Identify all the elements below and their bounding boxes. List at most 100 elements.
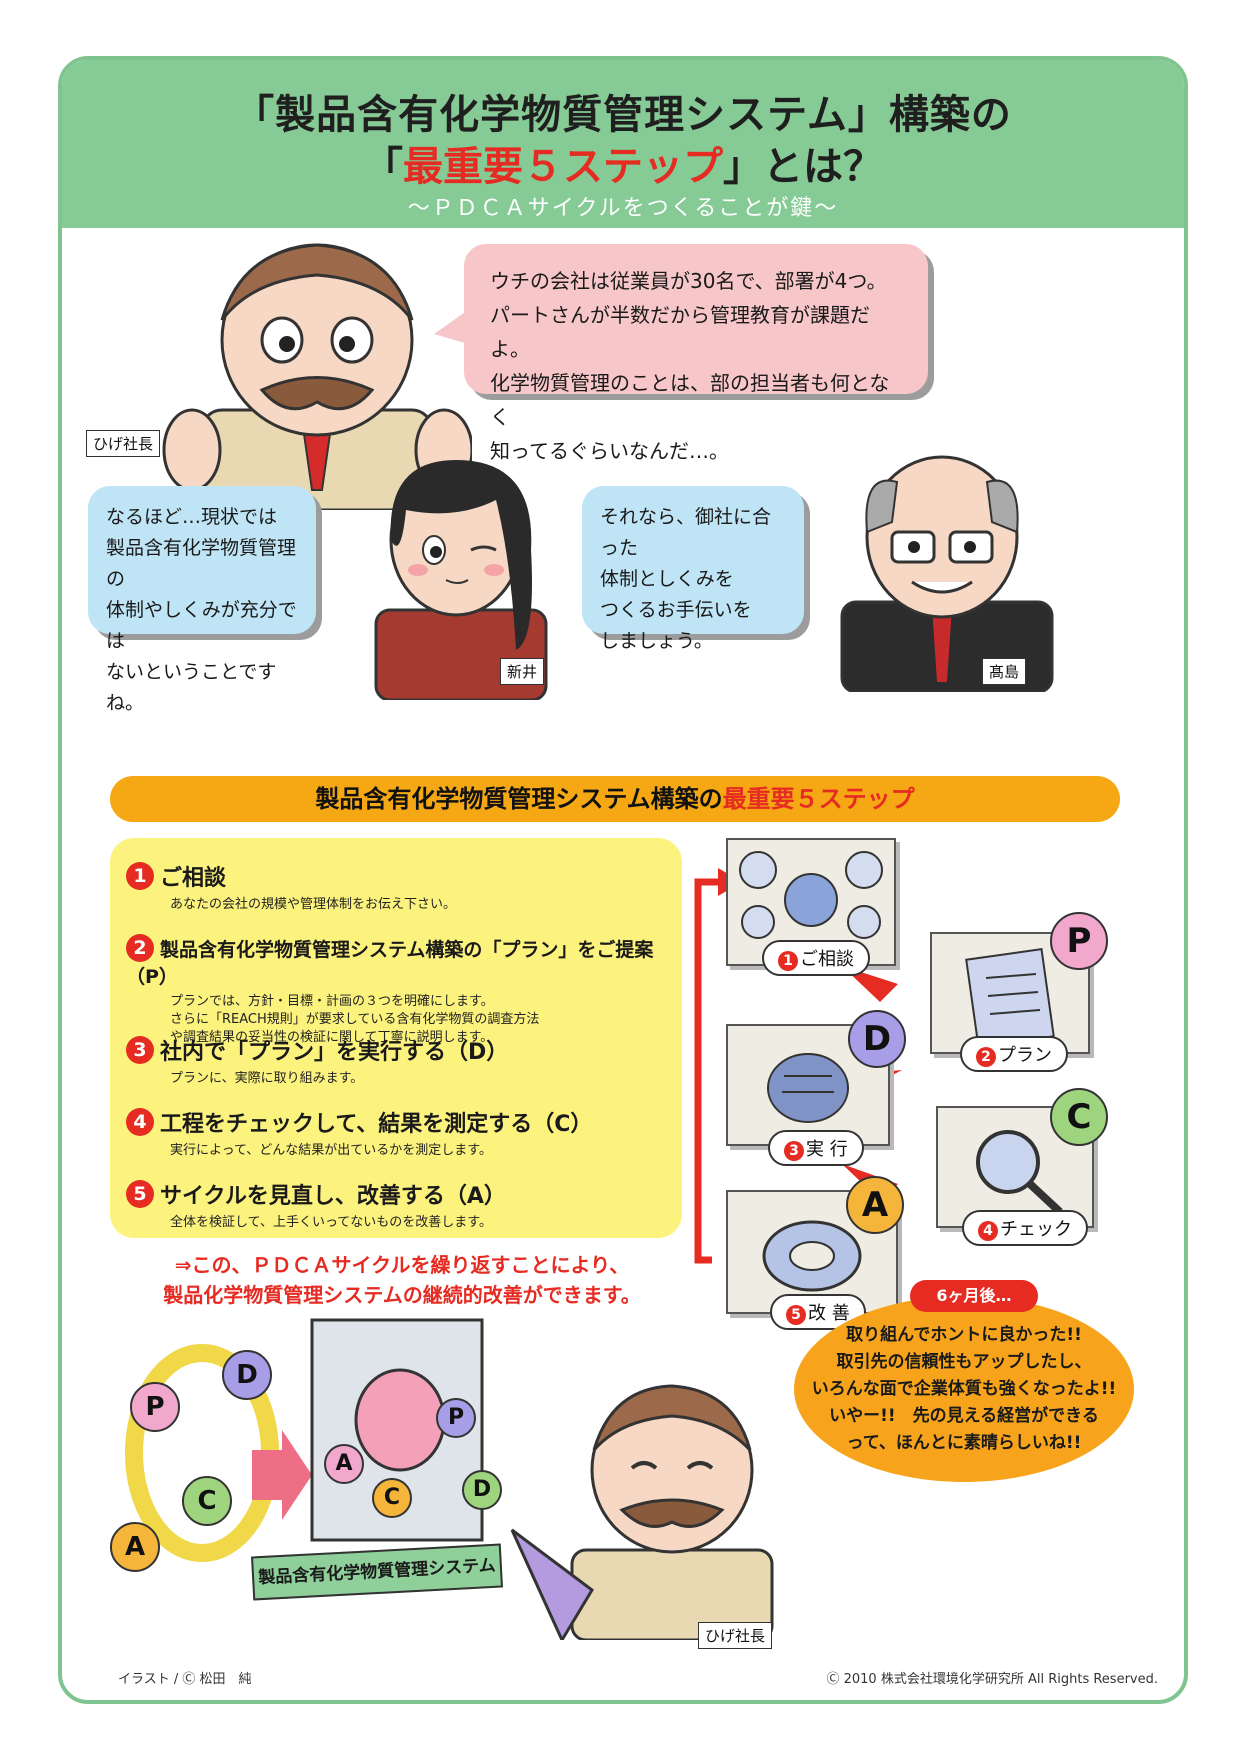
boss-line: 知ってるぐらいなんだ…。 xyxy=(490,439,729,463)
arai-line: なるほど…現状では xyxy=(106,506,278,528)
building-letter-d: D xyxy=(462,1470,502,1510)
takashima-line: それなら、御社に合った xyxy=(600,506,772,559)
building-letter-c: C xyxy=(372,1478,412,1518)
pdca-note-line: 製品化学物質管理システムの継続的改善ができます。 xyxy=(163,1283,641,1307)
steps-title: 製品含有化学物質管理システム構築の xyxy=(315,785,723,813)
step-number-badge: 4 xyxy=(126,1108,154,1136)
happy-boss-line: いろんな面で企業体質も強くなったよ!! xyxy=(811,1379,1117,1399)
happy-boss-speech-bubble xyxy=(794,1296,1134,1482)
arai-line: 製品含有化学物質管理の xyxy=(106,537,297,590)
copyright-notice: Ⓒ 2010 株式会社環境化学研究所 All Rights Reserved. xyxy=(826,1672,1158,1687)
do-fist-icon xyxy=(767,1053,849,1123)
arai-line: 体制やしくみが充分では xyxy=(106,599,297,652)
arai-line: ないということですね。 xyxy=(106,661,277,714)
steps-title-highlight: 最重要５ステップ xyxy=(722,785,915,813)
pdca-note: ⇒この、ＰＤＣＡサイクルを繰り返すことにより、 製品化学物質管理システムの継続的… xyxy=(92,1250,712,1310)
act-recycle-icon xyxy=(762,1220,862,1292)
steps-title-band: 製品含有化学物質管理システム構築の最重要５ステップ xyxy=(110,776,1120,822)
title-highlight: 最重要５ステップ xyxy=(403,144,723,190)
step-description: 実行によって、どんな結果が出ているかを測定します。 xyxy=(170,1143,493,1158)
happy-boss-line: いやー!! 先の見える経営ができる xyxy=(829,1406,1099,1426)
subtitle: 〜ＰＤＣＡサイクルをつくることが鍵〜 xyxy=(407,196,839,221)
takashima-line: 体制としくみを xyxy=(600,568,734,590)
step-description: プランに、実際に取り組みます。 xyxy=(170,1071,364,1086)
step-heading: 工程をチェックして、結果を測定する（C） xyxy=(160,1112,593,1137)
step-heading: サイクルを見直し、改善する（A） xyxy=(160,1184,506,1209)
step-number-badge: 5 xyxy=(126,1180,154,1208)
takashima-line: つくるお手伝いを xyxy=(600,599,752,621)
boss-line: ウチの会社は従業員が30名で、部署が4つ。 xyxy=(490,269,887,293)
cycle-number-badge: 5 xyxy=(786,1305,806,1325)
header: 「製品含有化学物質管理システム」構築の 「最重要５ステップ」とは？ 〜ＰＤＣＡサ… xyxy=(62,60,1184,228)
step-description-line: さらに「REACH規則」が要求している含有化学物質の調査方法 xyxy=(170,1012,540,1027)
takashima-name-label: 髙島 xyxy=(982,658,1027,685)
step-description-line: プランでは、方針・目標・計画の３つを明確にします。 xyxy=(170,994,494,1009)
step-heading: ご相談 xyxy=(160,866,227,891)
arai-speech-bubble: なるほど…現状では 製品含有化学物質管理の 体制やしくみが充分では ないというこ… xyxy=(88,486,316,714)
cycle-label-text: チェック xyxy=(1000,1219,1072,1240)
title-line-2-end: 」とは？ xyxy=(723,144,883,190)
cycle-number-badge: 3 xyxy=(784,1141,804,1161)
step-description-line: や調査結果の妥当性の検証に関して丁寧に説明します。 xyxy=(170,1030,494,1045)
pdca-letter-c: C xyxy=(182,1476,232,1526)
cycle-label-text: 実 行 xyxy=(806,1139,848,1160)
happy-boss-speech-text: 取り組んでホントに良かった!! 取引先の信頼性もアップしたし、 いろんな面で企業… xyxy=(804,1322,1124,1457)
cycle-number-badge: 1 xyxy=(778,951,798,971)
arai-name-label: 新井 xyxy=(500,658,545,685)
boss-character-illustration xyxy=(162,243,472,510)
happy-boss-illustration xyxy=(510,1384,774,1640)
step-number-badge: 3 xyxy=(126,1036,154,1064)
step-description: 全体を検証して、上手くいってないものを改善します。 xyxy=(170,1215,493,1230)
building-letter-a: A xyxy=(324,1444,364,1484)
happy-boss-line: 取引先の信頼性もアップしたし、 xyxy=(836,1352,1092,1372)
check-magnifier-icon xyxy=(976,1130,1063,1215)
illustration-credit: イラスト / Ⓒ 松田 純 xyxy=(118,1672,252,1687)
building-letter-p: P xyxy=(436,1398,476,1438)
happy-boss-name-label: ひげ社長 xyxy=(698,1622,773,1649)
plan-document-icon xyxy=(965,948,1055,1048)
cycle-label-text: ご相談 xyxy=(800,949,854,970)
happy-boss-line: 取り組んでホントに良かった!! xyxy=(846,1325,1082,1345)
arrow-to-building-icon xyxy=(252,1430,312,1520)
boss-line: 化学物質管理のことは、部の担当者も何となく xyxy=(490,371,890,429)
happy-boss-line: って、ほんとに素晴らしいね!! xyxy=(846,1433,1082,1453)
cycle-panel-consult xyxy=(726,838,896,966)
title-bracket-open: 「 xyxy=(363,144,403,190)
boss-speech-bubble: ウチの会社は従業員が30名で、部署が4つ。 パートさんが半数だから管理教育が課題… xyxy=(464,244,928,463)
takashima-speech-bubble: それなら、御社に合った 体制としくみを つくるお手伝いを しましょう。 xyxy=(582,486,804,652)
takashima-line: しましょう。 xyxy=(600,630,713,652)
cycle-number-badge: 2 xyxy=(976,1047,996,1067)
step-number-badge: 2 xyxy=(126,934,154,962)
cycle-number-badge: 4 xyxy=(978,1221,998,1241)
poster-frame: 「製品含有化学物質管理システム」構築の 「最重要５ステップ」とは？ 〜ＰＤＣＡサ… xyxy=(58,56,1188,1704)
boss-bubble-tail xyxy=(434,310,468,344)
pdca-letter-a: A xyxy=(110,1522,160,1572)
title-line-2: 「最重要５ステップ」とは？ xyxy=(62,134,1184,192)
consult-meeting-icon xyxy=(739,851,883,939)
letter-badge-a: A xyxy=(846,1176,904,1234)
pdca-note-line: ⇒この、ＰＤＣＡサイクルを繰り返すことにより、 xyxy=(174,1253,630,1277)
takashima-character-illustration xyxy=(840,455,1054,692)
letter-badge-p: P xyxy=(1050,912,1108,970)
cycle-label-text: 改 善 xyxy=(808,1303,850,1324)
title-line-1: 「製品含有化学物質管理システム」構築の xyxy=(234,92,1012,138)
step-number-badge: 1 xyxy=(126,862,154,890)
step-heading: 社内で「プラン」を実行する（D） xyxy=(160,1040,509,1065)
boss-line: パートさんが半数だから管理教育が課題だよ。 xyxy=(490,303,870,361)
letter-badge-c: C xyxy=(1050,1088,1108,1146)
six-months-later-badge: 6ヶ月後… xyxy=(910,1280,1038,1312)
step-heading: 製品含有化学物質管理システム構築の「プラン」をご提案（P） xyxy=(126,938,654,989)
letter-badge-d: D xyxy=(848,1010,906,1068)
pdca-letter-d: D xyxy=(222,1350,272,1400)
step-description: あなたの会社の規模や管理体制をお伝え下さい。 xyxy=(170,897,457,912)
